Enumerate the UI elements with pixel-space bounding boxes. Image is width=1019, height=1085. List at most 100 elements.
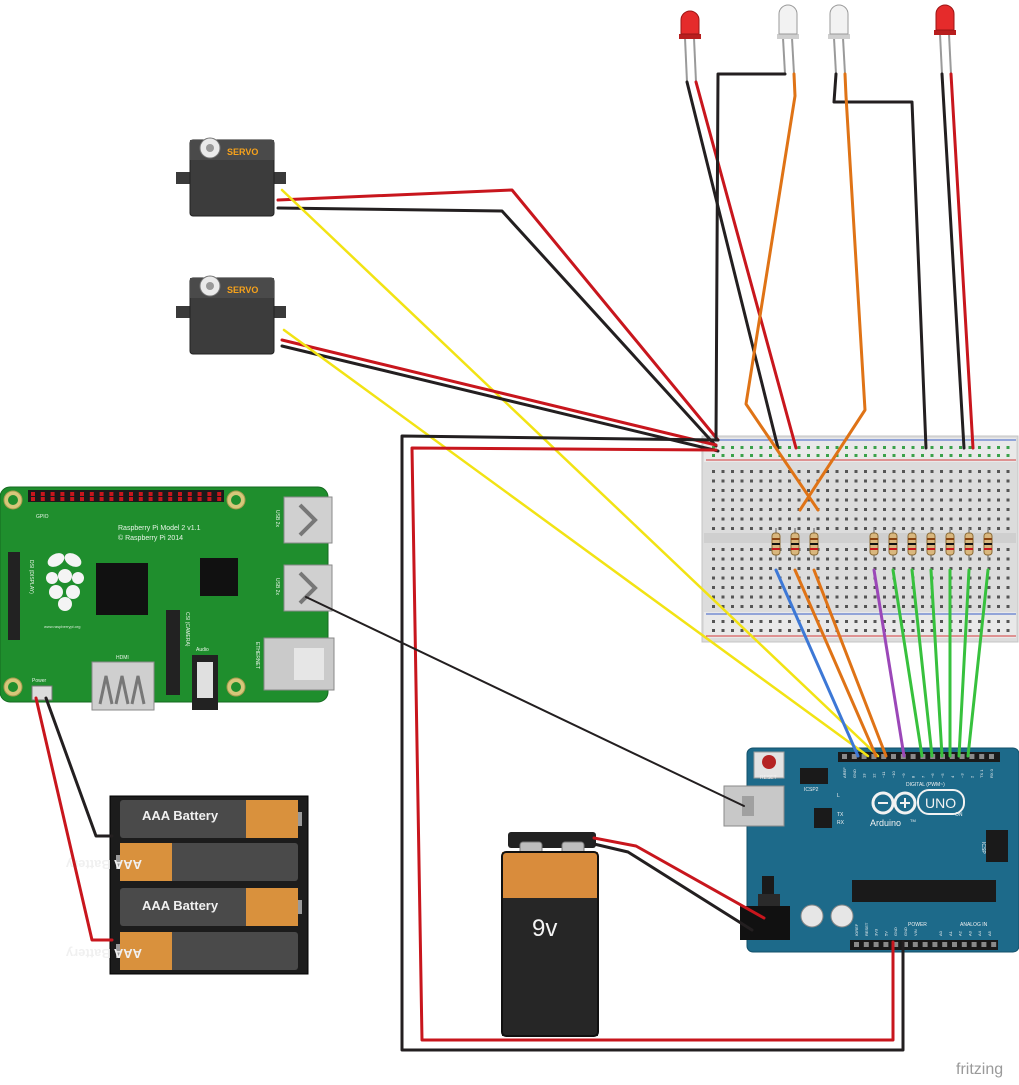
breadboard-hole xyxy=(854,489,858,492)
breadboard-hole xyxy=(940,517,943,521)
breadboard-hole xyxy=(826,446,829,449)
breadboard-hole xyxy=(902,567,905,570)
breadboard-hole xyxy=(873,517,877,521)
breadboard-hole xyxy=(826,576,829,580)
breadboard-hole xyxy=(731,557,734,561)
servo-label: SERVO xyxy=(227,285,258,295)
breadboard-hole xyxy=(902,527,905,530)
breadboard-hole xyxy=(883,620,886,623)
breadboard-hole xyxy=(959,479,962,483)
breadboard-hole xyxy=(873,470,877,473)
breadboard-hole xyxy=(778,498,782,502)
header-hole xyxy=(961,942,967,947)
breadboard-hole xyxy=(816,586,820,589)
breadboard-hole xyxy=(864,489,867,492)
breadboard-hole xyxy=(712,595,715,599)
breadboard-hole xyxy=(883,489,886,492)
aaa-battery: AAA Battery xyxy=(120,888,302,926)
breadboard-hole xyxy=(721,629,725,632)
breadboard-hole xyxy=(873,446,877,449)
breadboard-hole xyxy=(721,567,725,570)
breadboard-hole xyxy=(902,470,905,473)
breadboard-hole xyxy=(807,595,810,599)
breadboard-hole xyxy=(826,557,829,561)
breadboard-hole xyxy=(997,620,1000,623)
breadboard-hole xyxy=(721,586,725,589)
signal-blue-wire xyxy=(774,568,860,758)
breadboard-hole xyxy=(959,548,962,551)
pin-label: ~6 xyxy=(930,773,935,778)
breadboard-hole xyxy=(807,446,810,449)
breadboard-hole xyxy=(788,576,791,580)
breadboard-hole xyxy=(845,595,848,599)
breadboard-hole xyxy=(826,595,829,599)
gpio-pin xyxy=(31,492,35,496)
breadboard-hole xyxy=(997,479,1000,483)
breadboard-hole xyxy=(826,517,829,521)
breadboard-hole xyxy=(750,629,753,632)
header-hole xyxy=(893,942,899,947)
gpio-pin xyxy=(109,497,114,501)
breadboard-hole xyxy=(987,605,991,608)
pin-label: 7 xyxy=(920,775,925,778)
breadboard-hole xyxy=(807,576,810,580)
breadboard-hole xyxy=(778,470,782,473)
breadboard-hole xyxy=(778,508,782,511)
breadboard-hole xyxy=(759,620,763,623)
servo-ground-wire xyxy=(280,344,720,453)
breadboard-hole xyxy=(968,629,972,632)
breadboard-hole xyxy=(740,454,744,457)
breadboard-hole xyxy=(883,454,886,457)
gpio-pin xyxy=(197,492,202,496)
breadboard-hole xyxy=(740,527,744,530)
breadboard-hole xyxy=(712,620,715,623)
breadboard-hole xyxy=(750,605,753,608)
gpio-pin xyxy=(60,492,65,496)
header-hole xyxy=(842,754,847,759)
9v-battery: 9v xyxy=(501,832,599,1037)
gpio-pin xyxy=(70,492,75,496)
breadboard-hole xyxy=(769,605,772,608)
pin-label: 8 xyxy=(911,775,916,778)
breadboard-hole xyxy=(959,454,962,457)
breadboard-hole xyxy=(788,586,791,589)
breadboard-hole xyxy=(854,567,858,570)
breadboard-hole xyxy=(949,508,953,511)
breadboard-hole xyxy=(788,567,791,570)
breadboard-hole xyxy=(1006,586,1010,589)
header-hole xyxy=(959,754,965,759)
arduino-logo-icon xyxy=(871,791,917,815)
breadboard-hole xyxy=(854,629,858,632)
breadboard-hole xyxy=(978,567,981,570)
gpio-pin xyxy=(217,497,222,501)
breadboard-hole xyxy=(940,576,943,580)
breadboard-hole xyxy=(835,498,839,502)
breadboard-hole xyxy=(721,548,725,551)
breadboard-hole xyxy=(797,605,801,608)
breadboard-hole xyxy=(721,557,725,561)
led-black-wire xyxy=(940,72,966,450)
breadboard-hole xyxy=(731,620,734,623)
breadboard-hole xyxy=(807,605,810,608)
breadboard-hole xyxy=(873,595,877,599)
breadboard-hole xyxy=(940,605,943,608)
breadboard-hole xyxy=(902,498,905,502)
breadboard-hole xyxy=(750,527,753,530)
breadboard-hole xyxy=(959,498,962,502)
led-black-wire xyxy=(832,72,928,450)
breadboard-hole xyxy=(759,576,763,580)
breadboard-hole xyxy=(788,557,791,561)
breadboard-hole xyxy=(845,605,848,608)
breadboard-hole xyxy=(854,527,858,530)
breadboard-hole xyxy=(807,557,810,561)
gpio-pin xyxy=(50,492,55,496)
breadboard-hole xyxy=(731,586,734,589)
gpio-pin xyxy=(50,497,55,501)
breadboard-hole xyxy=(902,479,905,483)
breadboard-hole xyxy=(759,454,763,457)
breadboard-hole xyxy=(921,567,924,570)
digital-label: DIGITAL (PWM~) xyxy=(906,782,945,788)
breadboard-hole xyxy=(721,605,725,608)
breadboard-hole xyxy=(883,605,886,608)
breadboard-hole xyxy=(864,595,867,599)
